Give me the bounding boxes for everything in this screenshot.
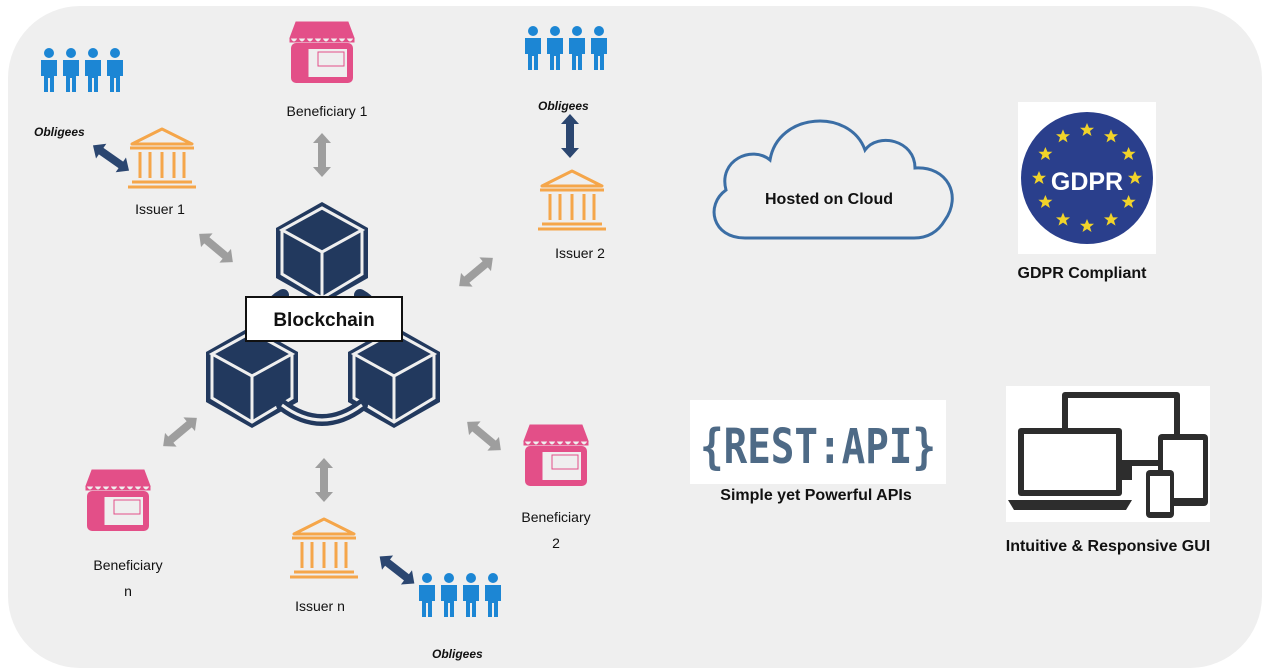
storefront-icon [524, 425, 588, 483]
blockchain-label: Blockchain [273, 310, 374, 331]
bank-icon [536, 169, 608, 231]
api-label: Simple yet Powerful APIs [720, 487, 912, 504]
eu-stars-icon [1021, 112, 1153, 244]
gdpr-badge-text: GDPR [1051, 168, 1123, 196]
storefront-icon [290, 22, 354, 80]
beneficiary-2-label-line1: Beneficiary [521, 509, 590, 525]
people-group-icon [525, 26, 607, 70]
people-group-icon [419, 573, 501, 617]
arrow-obligees-2 [561, 114, 579, 158]
rest-api-logo-frame [690, 400, 946, 484]
rest-api-logo: {REST:API} [700, 419, 936, 475]
gui-label: Intuitive & Responsive GUI [1006, 538, 1210, 555]
issuer-2-label: Issuer 2 [555, 245, 605, 261]
arrow-beneficiary-2 [461, 414, 507, 458]
bank-icon [288, 517, 360, 579]
beneficiary-n-label-line1: Beneficiary [93, 557, 162, 573]
storefront-icon [86, 470, 150, 528]
cloud-icon [712, 119, 954, 240]
issuer-1-label: Issuer 1 [135, 201, 185, 217]
beneficiary-2-label-line2: 2 [552, 535, 560, 551]
issuer-n-label: Issuer n [295, 598, 345, 614]
obligees-n-label: Obligees [432, 647, 483, 661]
arrow-beneficiary-1 [313, 133, 331, 177]
arrow-issuer-2 [453, 250, 499, 294]
bank-icon [126, 127, 198, 189]
gdpr-label: GDPR Compliant [1018, 265, 1148, 282]
arrow-issuer-1 [193, 226, 239, 270]
blockchain-label-box: Blockchain [245, 296, 403, 342]
arrow-obligees-1 [87, 138, 135, 178]
beneficiary-1-label: Beneficiary 1 [287, 103, 368, 119]
arrow-obligees-n [374, 549, 420, 591]
obligees-1-label: Obligees [34, 125, 85, 139]
people-group-icon [41, 48, 123, 92]
obligees-2-label: Obligees [538, 99, 589, 113]
devices-icon [1006, 386, 1210, 522]
arrow-issuer-n [315, 458, 333, 502]
cloud-label: Hosted on Cloud [765, 191, 893, 208]
arrow-beneficiary-n [157, 410, 203, 454]
beneficiary-n-label-line2: n [124, 583, 132, 599]
obligee-arrows [87, 114, 579, 591]
